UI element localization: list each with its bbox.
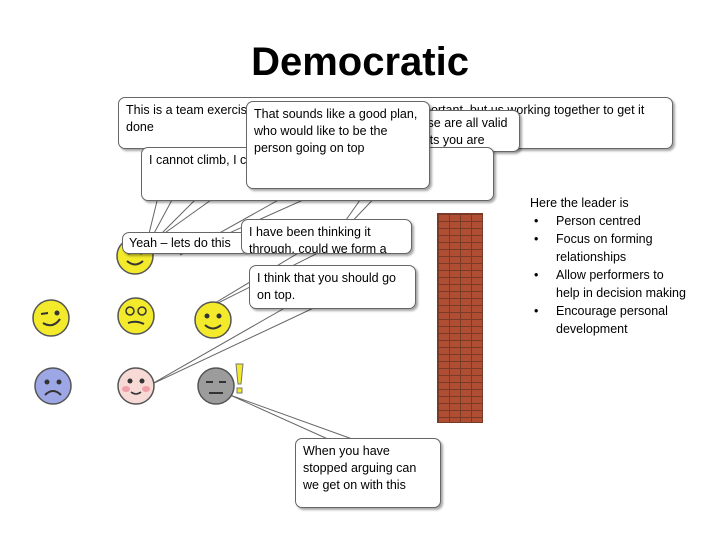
page-title: Democratic: [251, 40, 469, 84]
notes-point: Focus on forming relationships: [530, 230, 690, 266]
confused-face-icon: [117, 297, 155, 335]
notes-point: Allow performers to help in decision mak…: [530, 266, 690, 302]
bubble-good-plan: That sounds like a good plan, who would …: [246, 101, 430, 189]
bubble-thinking-it-through: I have been thinking it through, could w…: [241, 219, 412, 254]
notes-point: Person centred: [530, 212, 690, 230]
notes-intro: Here the leader is: [530, 196, 629, 210]
sad-face-icon: [34, 367, 72, 405]
exclamation-icon: [235, 363, 244, 394]
blushing-face-icon: [117, 367, 155, 405]
bubble-go-on-top: I think that you should go on top.: [249, 265, 416, 309]
brick-wall: [437, 213, 483, 423]
leader-notes: Here the leader is Person centred Focus …: [530, 194, 690, 338]
notes-list: Person centred Focus on forming relation…: [530, 212, 690, 338]
bubble-yeah-lets-do-this: Yeah – lets do this: [122, 232, 248, 254]
notes-point: Encourage personal development: [530, 302, 690, 338]
bubble-stopped-arguing: When you have stopped arguing can we get…: [295, 438, 441, 508]
winking-face-icon: [32, 299, 70, 337]
tail-arguing: [229, 394, 356, 441]
grey-face-icon: [197, 367, 235, 405]
smiley-face-icon: [194, 301, 232, 339]
